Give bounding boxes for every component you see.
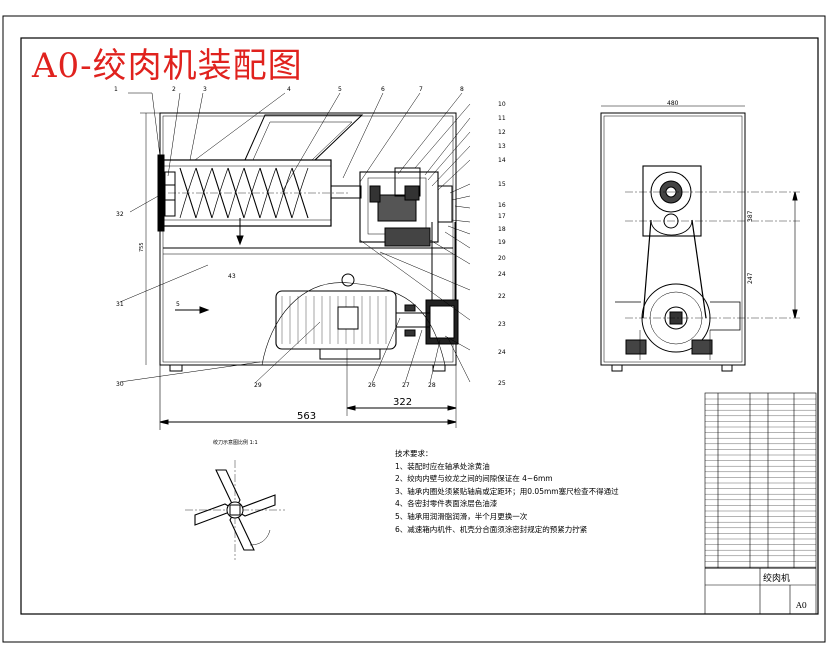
part-number: 14 <box>498 157 506 164</box>
part-number: 4 <box>287 86 291 93</box>
dim-lower-shaft: 247 <box>747 272 754 284</box>
dim-overall-width: 563 <box>297 411 316 422</box>
part-number: 1 <box>114 86 118 93</box>
part-number: 13 <box>498 143 506 150</box>
blade-caption: 绞刀示意图比例 1:1 <box>213 439 258 446</box>
part-number: 30 <box>116 381 124 388</box>
technical-requirements: 技术要求： 1、装配时应在轴承处涂黄油 2、绞肉内壁与绞龙之间的间隙保证在 4~… <box>395 448 619 536</box>
part-number: 6 <box>381 86 385 93</box>
dim-side-width: 480 <box>667 100 679 107</box>
section-label: 43 <box>228 273 236 280</box>
tech-item: 3、轴承内圈处须紧贴轴肩或定距环；用0.05mm塞尺检查不得通过 <box>395 486 619 496</box>
title-block: 绞肉机 A0 <box>763 572 807 610</box>
section-label: 5 <box>176 301 180 308</box>
outer-border <box>2 15 826 643</box>
part-number: 24 <box>498 271 506 278</box>
blade-detail <box>185 460 285 560</box>
part-number: 27 <box>402 382 410 389</box>
part-number: 16 <box>498 202 506 209</box>
part-number: 29 <box>254 382 262 389</box>
part-number: 20 <box>498 255 506 262</box>
tech-item: 1、装配时应在轴承处涂黄油 <box>395 461 490 471</box>
part-number: 19 <box>498 239 506 246</box>
parts-list <box>704 392 817 615</box>
dim-left-height: 755 <box>139 242 145 252</box>
part-number: 18 <box>498 226 506 233</box>
tech-item: 2、绞肉内壁与绞龙之间的间隙保证在 4~6mm <box>395 474 553 484</box>
tech-heading: 技术要求： <box>395 449 433 458</box>
part-number: 26 <box>368 382 376 389</box>
part-number: 12 <box>498 129 506 136</box>
part-number-labels: 1 2 3 4 5 6 7 8 10 11 12 13 14 15 16 17 … <box>114 86 506 389</box>
part-number: 2 <box>172 86 176 93</box>
part-number: 17 <box>498 213 506 220</box>
tech-item: 4、各密封零件表面涂层色油漆 <box>395 499 498 509</box>
part-number: 31 <box>116 301 124 308</box>
part-number: 22 <box>498 293 506 300</box>
drawing-name: 绞肉机 <box>763 572 790 584</box>
inner-border <box>20 37 819 615</box>
part-number: 8 <box>460 86 464 93</box>
dim-upper-shaft: 387 <box>747 210 754 222</box>
part-number: 11 <box>498 115 506 122</box>
tech-item: 5、轴承用润滑脂润滑，半个月更换一次 <box>395 511 528 521</box>
dimension-labels: 563 322 755 480 387 247 <box>139 100 754 422</box>
part-number: 28 <box>428 382 436 389</box>
part-number: 5 <box>338 86 342 93</box>
dim-motor-span: 322 <box>393 397 412 408</box>
part-number: 15 <box>498 181 506 188</box>
front-view <box>119 92 471 430</box>
part-number: 25 <box>498 380 506 387</box>
part-number: 24 <box>498 349 506 356</box>
tech-item: 6、减速箱内机件、机壳分合面须涂密封规定的预紧力拧紧 <box>395 524 588 534</box>
drawing-title: A0-绞肉机装配图 <box>32 46 303 86</box>
part-number: 10 <box>498 101 506 108</box>
sheet-size: A0 <box>795 601 807 610</box>
part-number: 23 <box>498 321 506 328</box>
side-view <box>600 105 800 372</box>
parts-list-rows <box>705 398 816 568</box>
part-number: 3 <box>203 86 207 93</box>
part-number: 7 <box>419 86 423 93</box>
part-number: 32 <box>116 211 124 218</box>
